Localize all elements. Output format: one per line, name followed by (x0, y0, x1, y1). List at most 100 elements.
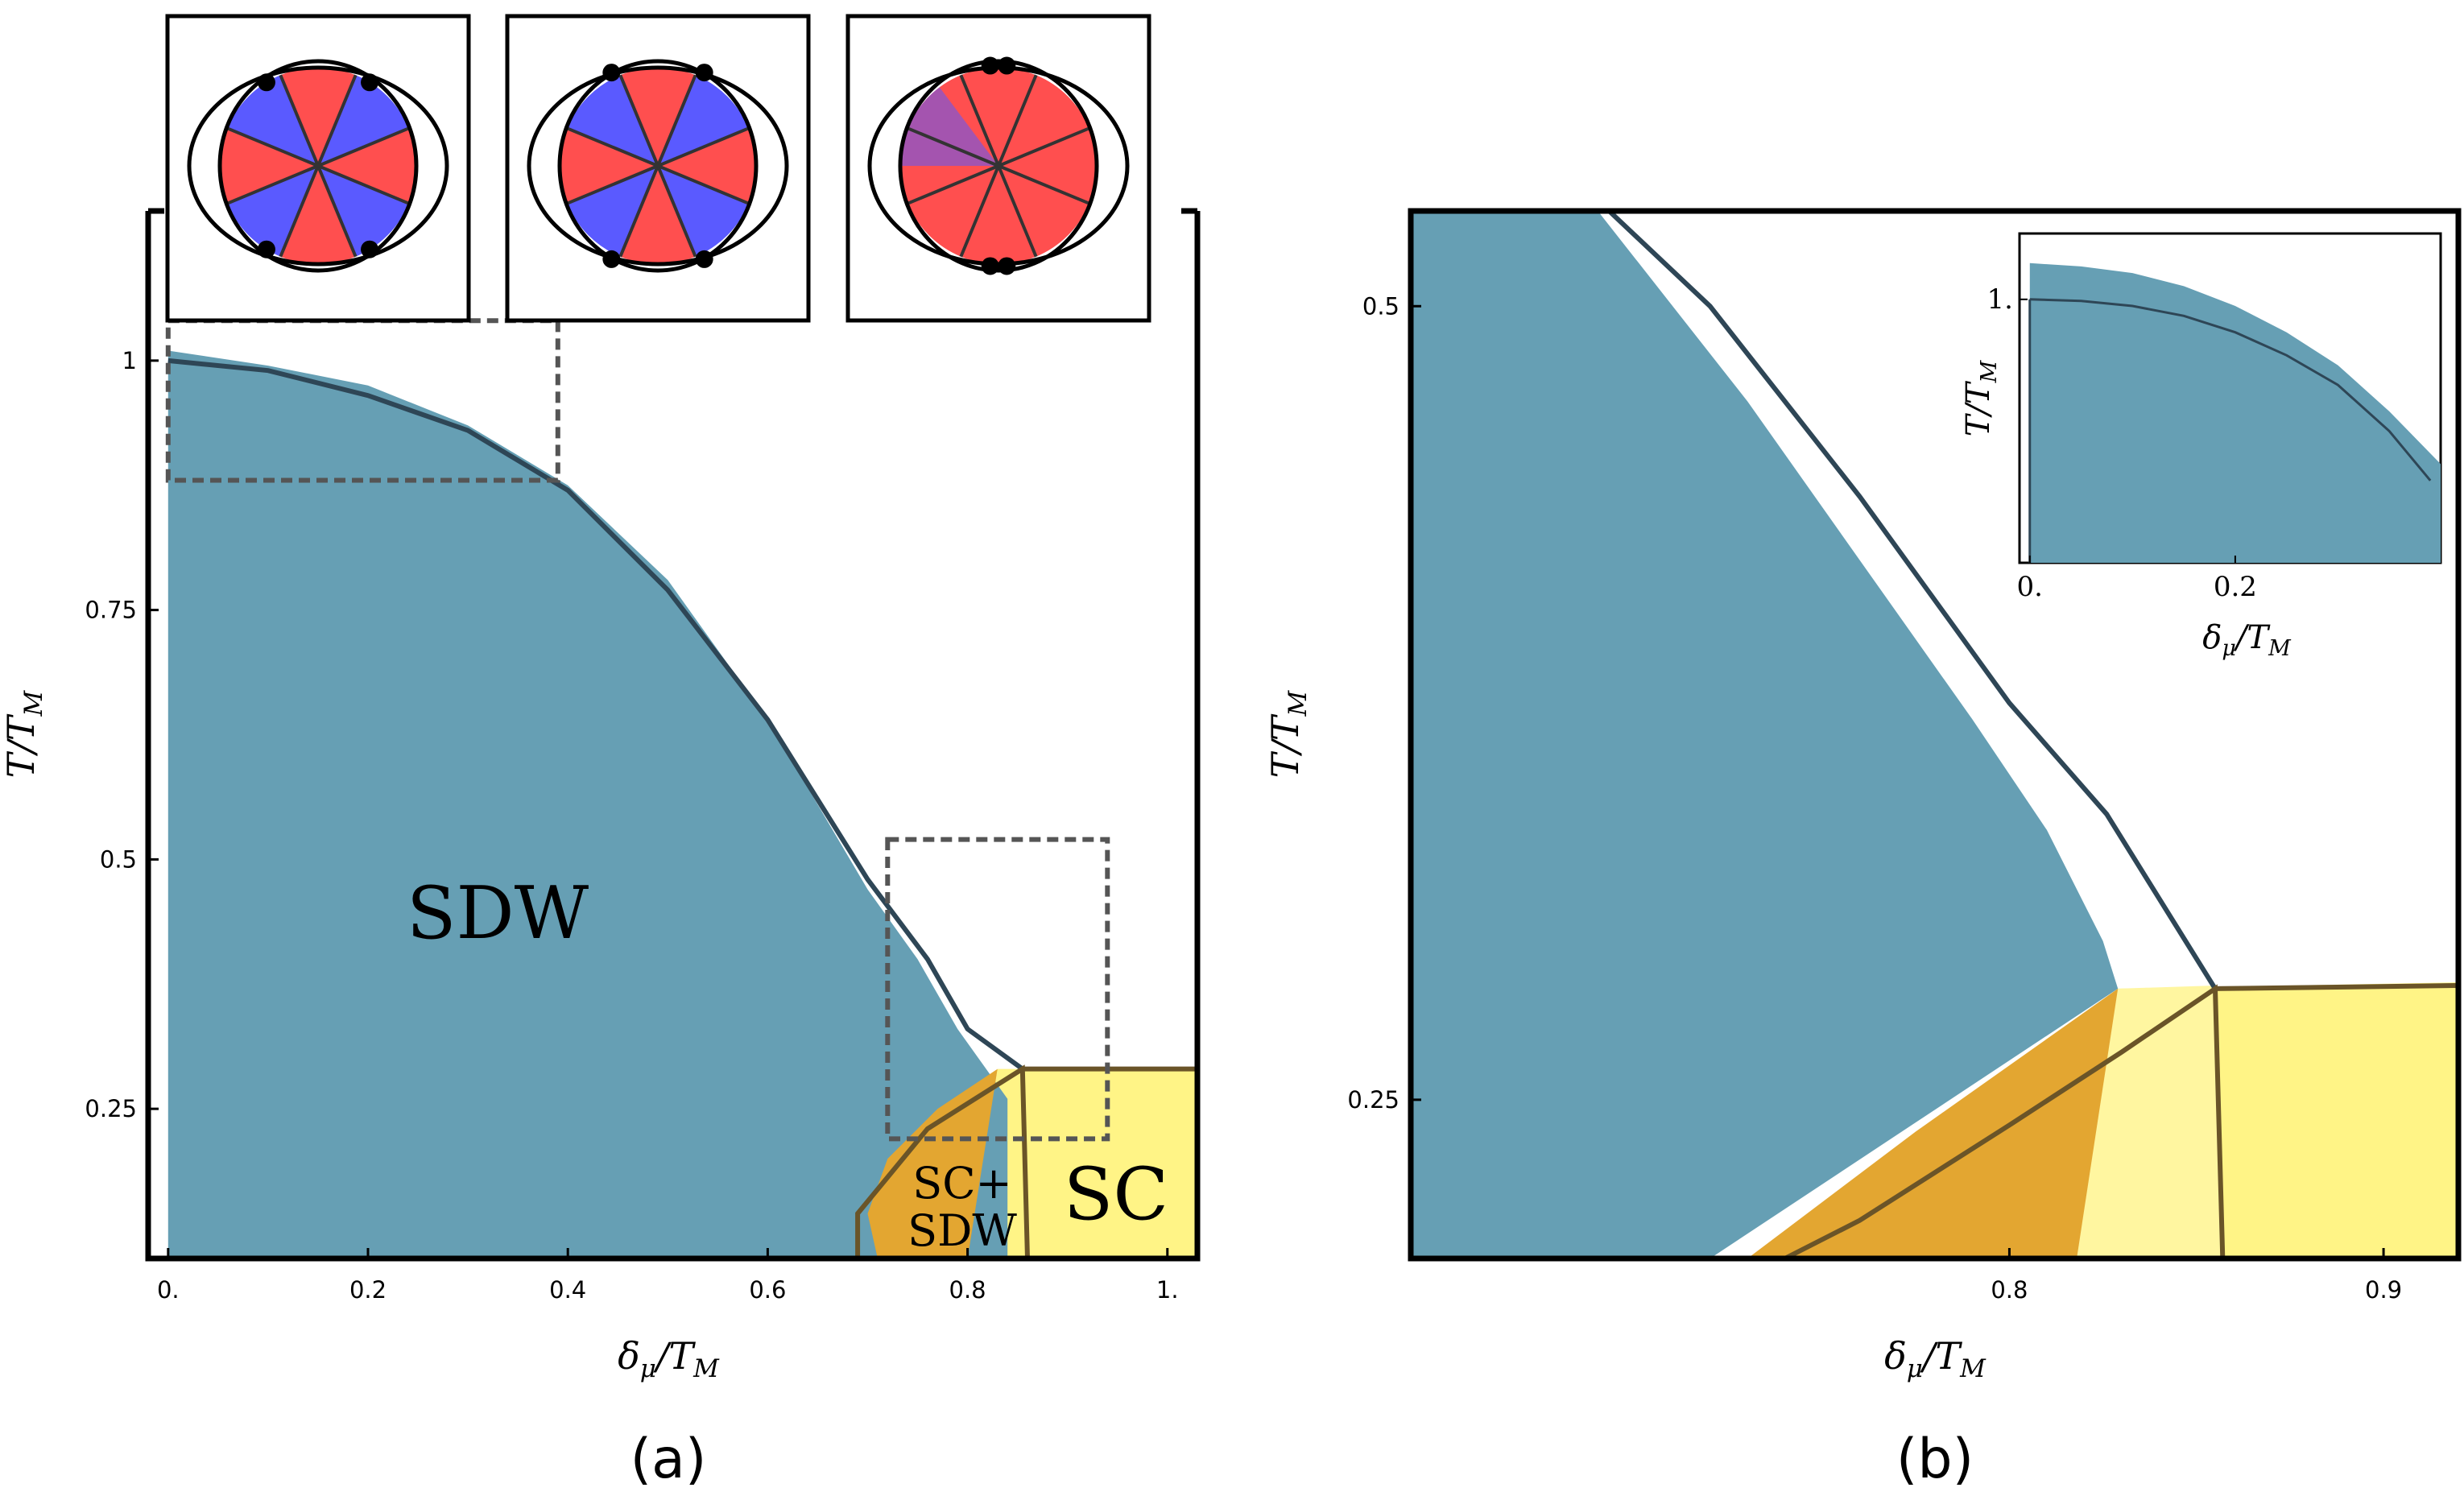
panel-b-regions (1411, 211, 2458, 1258)
gap-sector (658, 128, 756, 204)
gap-sector (318, 75, 409, 166)
hot-spot (361, 73, 379, 92)
gap-sector (998, 128, 1097, 204)
panel-b-frame (1408, 208, 2462, 1262)
fermi-surface-inset-3 (845, 14, 1151, 323)
panel-b-inset: 0. 0.2 1. δμ/TM T/TM (1960, 232, 2442, 661)
gap-sector (567, 166, 658, 257)
gap-sector (658, 75, 749, 166)
inset-y-tick-label: 1. (1987, 283, 2013, 316)
gap-sector (658, 166, 749, 257)
panel-a-boundaries (167, 357, 1197, 1258)
gap-sector (961, 166, 1036, 265)
coexist-label-line2: SDW (907, 1205, 1017, 1256)
zoom-box-1 (165, 318, 560, 483)
coexist-label-line1: SC+ (912, 1158, 1012, 1209)
hot-spot (257, 240, 275, 258)
gap-sector (998, 166, 1089, 257)
x-tick-label: 1. (1156, 1276, 1179, 1304)
gap-sector (559, 128, 658, 204)
fermi-surface-outer (187, 65, 449, 267)
panel-b-caption: (b) (1896, 1428, 1974, 1491)
sdw-label: SDW (407, 871, 589, 956)
hot-spot (998, 56, 1016, 75)
panel-a-zoom-boxes (165, 318, 1110, 1142)
sc-region-light (2077, 986, 2223, 1258)
hot-spot (602, 250, 621, 268)
x-tick-label: 0.2 (349, 1276, 387, 1304)
panel-a-xlabel: δμ/TM (618, 1334, 720, 1383)
hot-spot (695, 64, 713, 82)
y-tick-label: 0.25 (85, 1095, 137, 1122)
fermi-surface-inset-1 (165, 14, 471, 323)
gap-sector (280, 166, 356, 264)
y-tick-label: 0.5 (100, 845, 137, 873)
y-tick-label: 0.75 (85, 597, 137, 624)
fermi-surface-insets (165, 14, 1151, 323)
sdw-in-sc-line (855, 1064, 1030, 1258)
gap-sector (620, 166, 696, 264)
x-tick-label: 0. (157, 1276, 180, 1304)
gap-sector (567, 75, 658, 166)
inset-xlabel: δμ/TM (2202, 619, 2292, 661)
hot-spot (361, 240, 379, 258)
hot-spot (998, 257, 1016, 275)
fermi-surface-outer (527, 65, 789, 267)
hot-spot (981, 257, 999, 275)
y-tick-label: 1 (122, 347, 137, 374)
inset-regions (2028, 262, 2441, 563)
gap-sector (227, 166, 318, 257)
gap-sector (219, 128, 318, 204)
hot-spot (602, 64, 621, 82)
x-tick-label: 0.8 (949, 1276, 986, 1304)
gap-sector (318, 128, 416, 204)
inset-ylabel: T/TM (1960, 359, 2002, 436)
fermi-surface-inner (557, 59, 759, 273)
zoom-box-2 (885, 837, 1110, 1142)
x-tick-label: 0.4 (549, 1276, 586, 1304)
panel-b-boundaries (1607, 211, 2458, 1258)
sdw-in-sc-line (1784, 984, 2226, 1258)
sdw-transition-line (1607, 211, 2218, 990)
coexistence-region (867, 1068, 998, 1258)
node-line (226, 126, 410, 205)
inset-transition-line (2029, 298, 2432, 481)
panel-a-regions (167, 350, 1197, 1258)
x-tick-label: 0.8 (1991, 1276, 2028, 1304)
inset-ticks: 0. 0.2 1. (1987, 283, 2257, 603)
panel-a-frame (145, 211, 1201, 1262)
node-line (907, 126, 1090, 205)
coexistence-region (1747, 988, 2119, 1258)
gap-sector (961, 67, 1036, 166)
hot-spot (257, 73, 275, 92)
fermi-surface-inner (217, 59, 419, 273)
panel-b-ylabel: T/TM (1263, 689, 1313, 778)
gap-sector (900, 87, 998, 166)
inset-x-tick-label: 0.2 (2214, 571, 2257, 603)
gap-sector (227, 75, 318, 166)
inset-sdw-region (2029, 262, 2441, 563)
sdw-region (167, 350, 1008, 1258)
sdw-region (1411, 211, 2119, 1258)
panel-a-ylabel: T/TM (0, 689, 48, 778)
x-tick-label: 0.6 (749, 1276, 786, 1304)
node-line (566, 126, 750, 205)
hot-spot (981, 56, 999, 75)
gap-sector (907, 166, 998, 257)
fermi-surface-inner (898, 59, 1099, 273)
gap-sector (620, 67, 696, 166)
y-tick-label: 0.25 (1347, 1086, 1399, 1114)
gap-sector (998, 75, 1089, 166)
inset-x-tick-label: 0. (2017, 571, 2043, 603)
sc-transition-line (2214, 983, 2458, 991)
gap-sector (280, 68, 356, 166)
sdw-transition-line (167, 357, 1024, 1072)
gap-sector (318, 166, 409, 257)
x-tick-label: 0.9 (2365, 1276, 2402, 1304)
panel-b-xlabel: δμ/TM (1884, 1334, 1986, 1383)
